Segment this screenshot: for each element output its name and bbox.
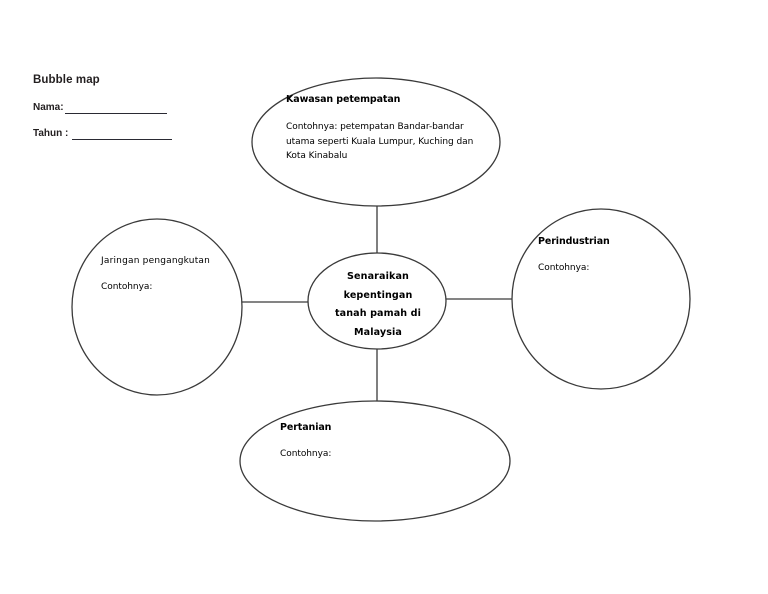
bubble-shape-top[interactable] — [251, 77, 501, 207]
bubble-content-bottom: Pertanian Contohnya: — [280, 422, 440, 462]
field-tahun-label: Tahun : — [33, 128, 72, 139]
bubble-heading-left: Jaringan pengangkutan — [101, 256, 211, 266]
bubble-shape-right[interactable] — [511, 208, 691, 390]
field-nama[interactable]: Nama: — [33, 99, 233, 114]
bubble-body-left[interactable]: Contohnya: — [101, 282, 153, 292]
bubble-content-center: Senaraikan kepentingan tanah pamah di Ma… — [310, 268, 446, 342]
page-title: Bubble map — [33, 74, 100, 86]
bubble-shape-center[interactable] — [307, 252, 447, 350]
center-line-1: Senaraikan — [347, 271, 409, 282]
form-header: Bubble map Nama: Tahun : — [33, 74, 233, 151]
field-tahun-input[interactable] — [72, 128, 173, 140]
bubble-content-top: Kawasan petempatan Contohnya: petempatan… — [286, 94, 476, 164]
field-tahun[interactable]: Tahun : — [33, 125, 233, 140]
bubble-heading-top: Kawasan petempatan — [286, 94, 401, 105]
bubble-body-top[interactable]: Contohnya: petempatan Bandar-bandar utam… — [286, 122, 474, 161]
bubble-heading-bottom: Pertanian — [280, 422, 332, 433]
bubble-content-right: Perindustrian Contohnya: — [538, 236, 668, 276]
field-nama-label: Nama: — [33, 102, 64, 113]
bubble-content-left: Jaringan pengangkutan Contohnya: — [101, 256, 246, 295]
field-nama-input[interactable] — [64, 102, 167, 114]
center-line-2: kepentingan — [343, 289, 413, 301]
bubble-shape-left[interactable] — [71, 218, 243, 396]
bubble-body-right[interactable]: Contohnya: — [538, 263, 590, 273]
center-line-4: Malaysia — [353, 326, 402, 338]
bubble-body-bottom[interactable]: Contohnya: — [280, 449, 332, 459]
bubble-shape-bottom[interactable] — [239, 400, 511, 522]
bubble-heading-right: Perindustrian — [538, 236, 610, 247]
center-line-3: tanah pamah di — [334, 308, 422, 319]
